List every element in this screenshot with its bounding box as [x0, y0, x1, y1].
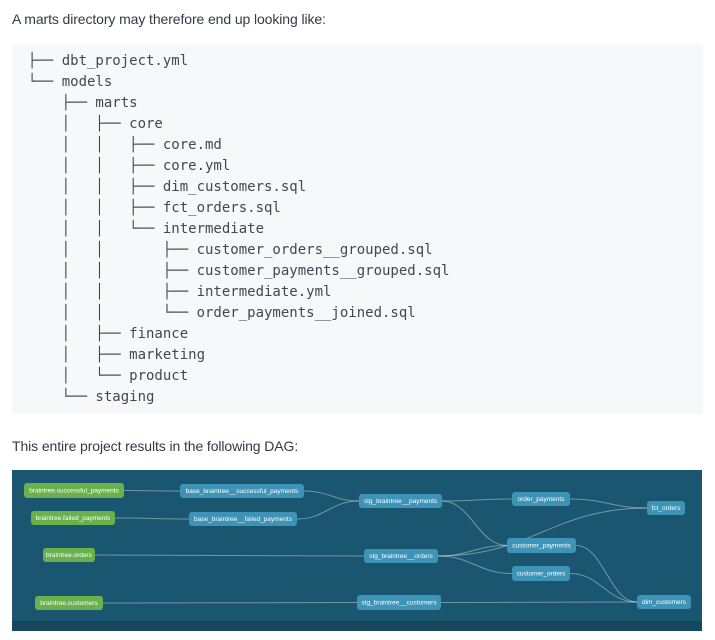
dag-node-fct_orders: fct_orders — [647, 501, 685, 515]
model-node-box — [189, 512, 297, 526]
model-node-box — [512, 566, 570, 581]
dag-node-base_braintree__failed_payments: base_braintree__failed_payments — [189, 512, 297, 526]
dag-edge — [102, 602, 358, 604]
dag-node-label: fct_orders — [652, 505, 682, 512]
dag-node-label: braintree.customers — [40, 600, 98, 607]
dag-node-stg_braintree__orders: stg_braintree__orders — [364, 549, 438, 563]
dag-node-label: braintree.orders — [46, 552, 93, 559]
dag-node-label: base_braintree__successful_payments — [186, 488, 299, 495]
dag-node-order_payments: order_payments — [512, 492, 570, 506]
source-node-box — [35, 596, 103, 610]
dag-edge — [569, 573, 638, 603]
dag-edge — [440, 601, 638, 603]
dag-node-label: stg_braintree__payments — [364, 498, 438, 505]
dag-edge — [569, 498, 648, 509]
dag-intro-text: This entire project results in the follo… — [12, 438, 299, 454]
dag-node-label: stg_braintree__customers — [361, 600, 437, 607]
source-node-box — [31, 511, 115, 525]
model-node-box — [357, 595, 441, 610]
dag-node-label: dim_customers — [642, 599, 687, 606]
model-node-box — [637, 595, 691, 609]
dag-node-stg_braintree__customers: stg_braintree__customers — [357, 595, 441, 610]
dag-edge — [575, 545, 638, 603]
dag-node-label: customer_orders — [517, 571, 567, 578]
dag-edge — [437, 507, 648, 557]
dag-node-braintree.customers: braintree.customers — [35, 596, 103, 610]
dag-edge — [94, 554, 365, 557]
dag-edge — [441, 498, 513, 502]
dag-node-label: braintree.failed_payments — [36, 515, 112, 522]
model-node-box — [647, 501, 685, 515]
dag-node-braintree.orders: braintree.orders — [43, 548, 95, 562]
dag-node-label: braintree.successful_payments — [29, 488, 119, 495]
model-node-box — [180, 484, 304, 498]
dag-edge — [303, 490, 360, 502]
model-node-box — [512, 492, 570, 506]
dag-node-label: stg_braintree__orders — [369, 553, 433, 560]
directory-tree-code-block: ├── dbt_project.yml └── models ├── marts… — [12, 44, 703, 414]
dag-node-braintree.failed_payments: braintree.failed_payments — [31, 511, 115, 525]
dag-canvas: braintree.successful_payments braintree.f… — [12, 470, 702, 631]
dag-footer-strip — [12, 621, 702, 631]
source-node-box — [43, 548, 95, 562]
dag-node-braintree.successful_payments: braintree.successful_payments — [24, 483, 124, 498]
dag-edge — [123, 490, 181, 492]
dag-edge — [437, 555, 513, 574]
dag-node-customer_orders: customer_orders — [512, 566, 570, 581]
model-node-box — [364, 549, 438, 563]
dag-node-dim_customers: dim_customers — [637, 595, 691, 609]
dag-node-base_braintree__successful_payments: base_braintree__successful_payments — [180, 484, 304, 498]
model-node-box — [507, 538, 576, 553]
dag-edge — [296, 500, 360, 520]
dag-node-stg_braintree__payments: stg_braintree__payments — [359, 494, 442, 508]
dag-node-label: order_payments — [518, 496, 566, 503]
dag-edge — [114, 517, 190, 520]
dag-edge — [441, 500, 508, 546]
dag-image: braintree.successful_payments braintree.f… — [12, 470, 702, 631]
dag-edge — [437, 545, 508, 557]
model-node-box — [359, 494, 442, 508]
dag-node-label: base_braintree__failed_payments — [194, 516, 293, 523]
source-node-box — [24, 483, 124, 498]
dag-node-label: customer_payments — [512, 543, 571, 550]
directory-tree: ├── dbt_project.yml └── models ├── marts… — [28, 53, 450, 405]
marts-intro-text: A marts directory may therefore end up l… — [12, 11, 326, 27]
dag-node-customer_payments: customer_payments — [507, 538, 576, 553]
